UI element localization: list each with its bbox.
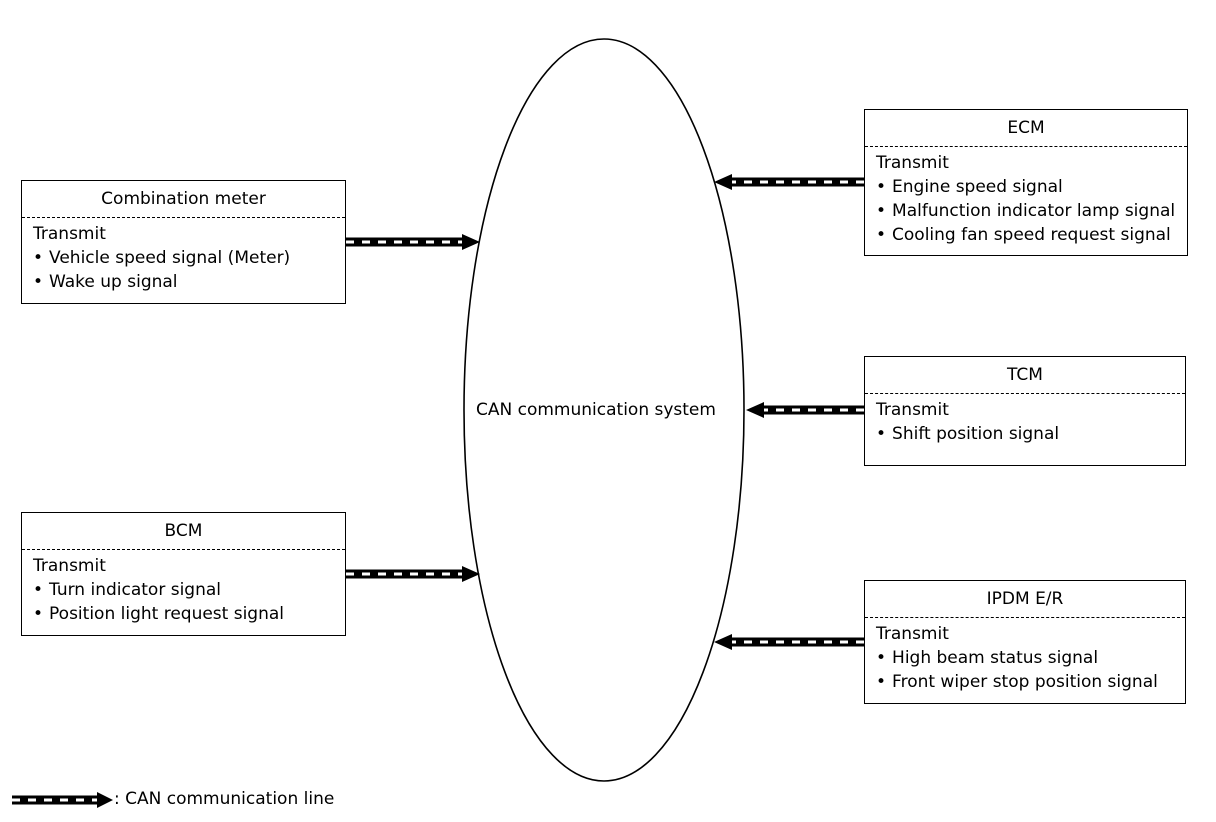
can-line-tcm — [746, 402, 864, 418]
signal-item: •High beam status signal — [876, 648, 1099, 668]
unit-box-ecm: ECM Transmit •Engine speed signal •Malfu… — [864, 109, 1188, 256]
unit-title: TCM — [865, 357, 1185, 394]
unit-box-combination-meter: Combination meter Transmit •Vehicle spee… — [21, 180, 346, 304]
can-system-ellipse — [463, 38, 745, 782]
can-line-combination-meter — [346, 234, 480, 250]
signal-item: •Position light request signal — [33, 604, 285, 624]
unit-title: BCM — [22, 513, 345, 550]
signal-item: •Shift position signal — [876, 424, 1060, 444]
legend-label: : CAN communication line — [114, 789, 335, 809]
unit-title: Combination meter — [22, 181, 345, 218]
signal-item: •Front wiper stop position signal — [876, 672, 1158, 692]
unit-box-bcm: BCM Transmit •Turn indicator signal •Pos… — [21, 512, 346, 636]
can-line-ipdm — [714, 634, 864, 650]
can-line-bcm — [346, 566, 480, 582]
can-system-label: CAN communication system — [476, 400, 716, 420]
signal-item: •Turn indicator signal — [33, 580, 221, 600]
unit-title: IPDM E/R — [865, 581, 1185, 618]
signal-item: •Engine speed signal — [876, 177, 1063, 197]
unit-title: ECM — [865, 110, 1187, 147]
signal-item: •Malfunction indicator lamp signal — [876, 201, 1176, 221]
transmit-label: Transmit — [33, 556, 106, 576]
signal-item: •Vehicle speed signal (Meter) — [33, 248, 291, 268]
can-line-ecm — [714, 174, 864, 190]
transmit-label: Transmit — [876, 153, 949, 173]
signal-item: •Cooling fan speed request signal — [876, 225, 1171, 245]
transmit-label: Transmit — [876, 624, 949, 644]
transmit-label: Transmit — [876, 400, 949, 420]
signal-item: •Wake up signal — [33, 272, 178, 292]
legend-arrow — [12, 792, 113, 808]
transmit-label: Transmit — [33, 224, 106, 244]
unit-box-tcm: TCM Transmit •Shift position signal — [864, 356, 1186, 466]
unit-box-ipdm: IPDM E/R Transmit •High beam status sign… — [864, 580, 1186, 704]
